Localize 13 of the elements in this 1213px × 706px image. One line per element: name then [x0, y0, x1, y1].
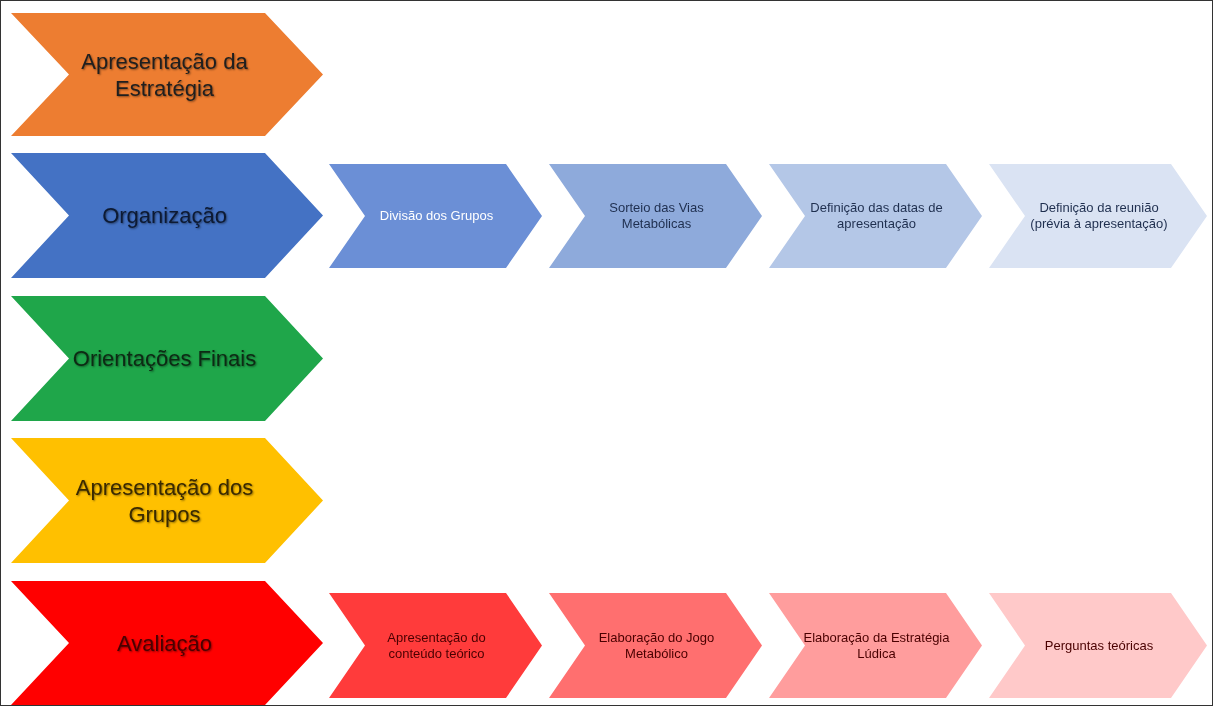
step-label: Divisão dos Grupos — [379, 208, 494, 224]
step-label: Elaboração do Jogo Metabólico — [597, 629, 716, 662]
step-label: Apresentação do conteúdo teórico — [386, 629, 487, 662]
phase-label: Apresentação da Estratégia — [80, 47, 249, 102]
step-label: Elaboração da Estratégia Lúdica — [802, 629, 951, 662]
step-label: Definição das datas de apresentação — [809, 200, 944, 232]
step-label: Definição da reunião (prévia à apresentação) — [1029, 200, 1169, 232]
phase-label: Organização — [102, 202, 227, 229]
step-label: Perguntas teóricas — [1044, 637, 1154, 654]
phase-label: Apresentação dos Grupos — [74, 473, 255, 528]
phase-label: Avaliação — [117, 629, 212, 657]
phase-label: Orientações Finais — [72, 345, 257, 372]
step-label: Sorteio das Vias Metabólicas — [608, 200, 705, 232]
